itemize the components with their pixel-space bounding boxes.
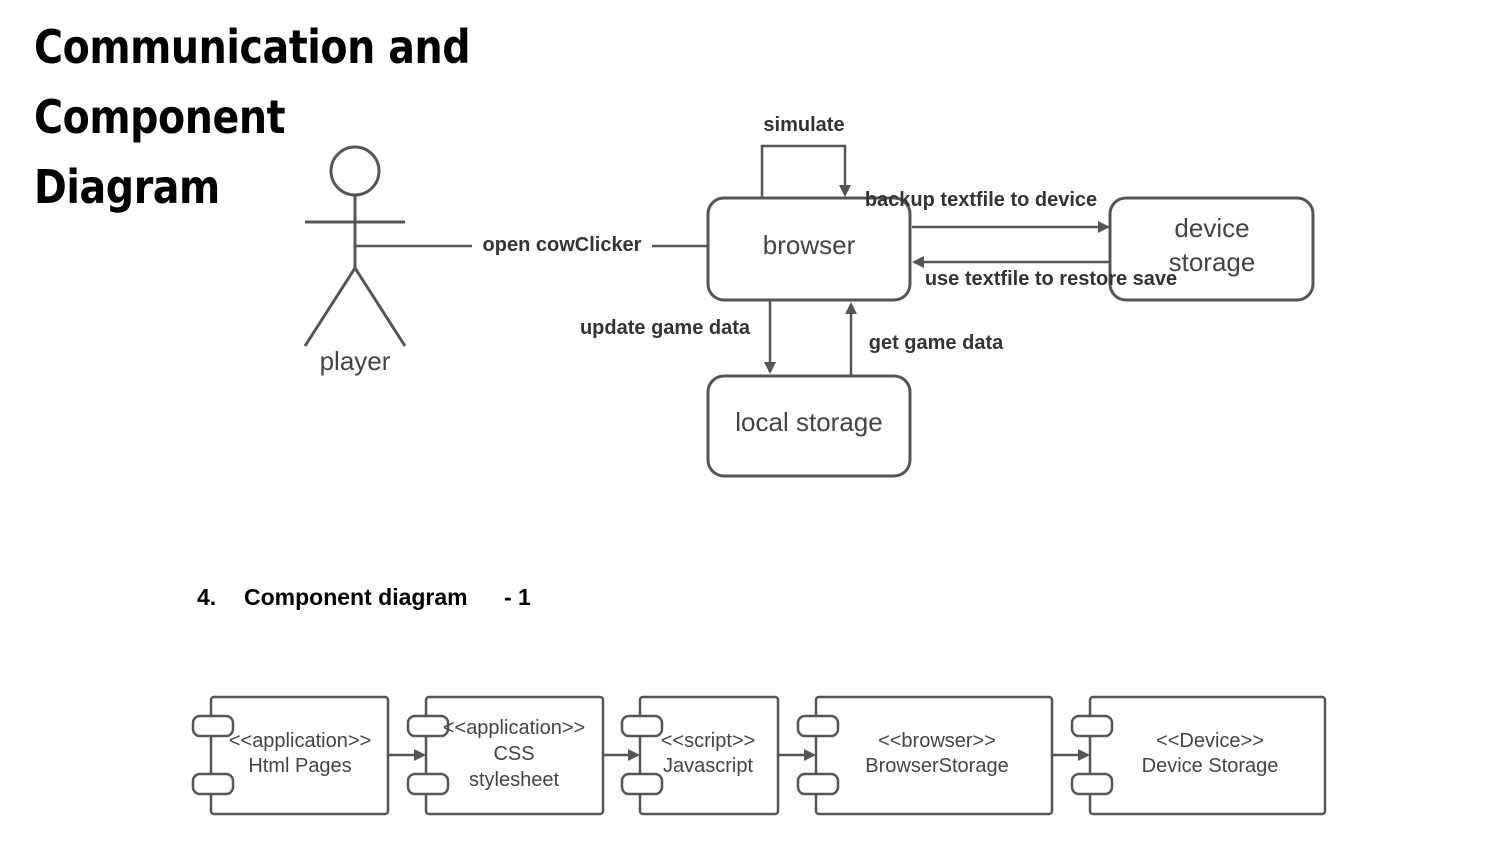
- slide-title: Communication and Component Diagram: [34, 12, 722, 222]
- component-box: [1088, 695, 1327, 816]
- msg-simulate: simulate: [763, 114, 844, 136]
- component-browser-storage: <<browser>> BrowserStorage: [796, 695, 1054, 816]
- component-stereotype: <<application>>: [443, 717, 585, 739]
- component-port-bottom: [796, 772, 840, 796]
- component-name: Device Storage: [1142, 755, 1279, 777]
- component-name: Html Pages: [248, 755, 351, 777]
- component-heading-title: Component diagram: [244, 584, 468, 610]
- node-browser: [706, 196, 912, 302]
- component-port-top: [796, 714, 840, 738]
- msg-update: update game data: [580, 317, 751, 339]
- msg-restore: use textfile to restore save: [925, 268, 1177, 290]
- component-port-bottom: [191, 772, 235, 796]
- component-port-bottom: [406, 772, 450, 796]
- node-device-storage-label-1: device: [1174, 213, 1249, 243]
- component-name: BrowserStorage: [865, 755, 1008, 777]
- node-device-storage: [1108, 196, 1315, 302]
- component-stereotype: <<Device>>: [1156, 730, 1264, 752]
- node-local-storage-label: local storage: [735, 407, 882, 437]
- component-port-top: [620, 714, 664, 738]
- node-local-storage: [706, 374, 912, 478]
- component-port-top: [191, 714, 235, 738]
- component-stereotype: <<application>>: [229, 730, 371, 752]
- actor-right-leg: [353, 267, 407, 347]
- title-line-1: Communication and Component: [34, 20, 471, 144]
- component-port-top: [406, 714, 450, 738]
- actor-head: [329, 145, 381, 197]
- component-stereotype: <<browser>>: [878, 730, 996, 752]
- component-name-line-2: stylesheet: [469, 769, 559, 791]
- component-stereotype: <<script>>: [661, 730, 756, 752]
- component-device-storage: <<Device>> Device Storage: [1070, 695, 1327, 816]
- node-device-storage-label-2: storage: [1169, 247, 1256, 277]
- component-name: CSS: [493, 743, 534, 765]
- msg-open-cowclicker: open cowClicker: [483, 234, 642, 256]
- component-port-top: [1070, 714, 1114, 738]
- component-port-bottom: [620, 772, 664, 796]
- self-loop-simulate: [760, 144, 851, 198]
- msg-get: get game data: [869, 332, 1004, 354]
- component-port-bottom: [1070, 772, 1114, 796]
- msg-backup: backup textfile to device: [865, 189, 1097, 211]
- component-html-pages: <<application>> Html Pages: [191, 695, 390, 816]
- actor-left-leg: [303, 267, 357, 347]
- actor-label: player: [320, 346, 391, 376]
- component-name: Javascript: [663, 755, 753, 777]
- component-heading-suffix: - 1: [504, 584, 531, 610]
- title-line-2: Diagram: [34, 160, 220, 214]
- component-heading-number: 4.: [197, 584, 216, 610]
- component-css-stylesheet: <<application>> CSS stylesheet: [406, 695, 605, 816]
- node-browser-label: browser: [763, 230, 856, 260]
- component-javascript: <<script>> Javascript: [620, 695, 780, 816]
- actor-player: [303, 145, 407, 347]
